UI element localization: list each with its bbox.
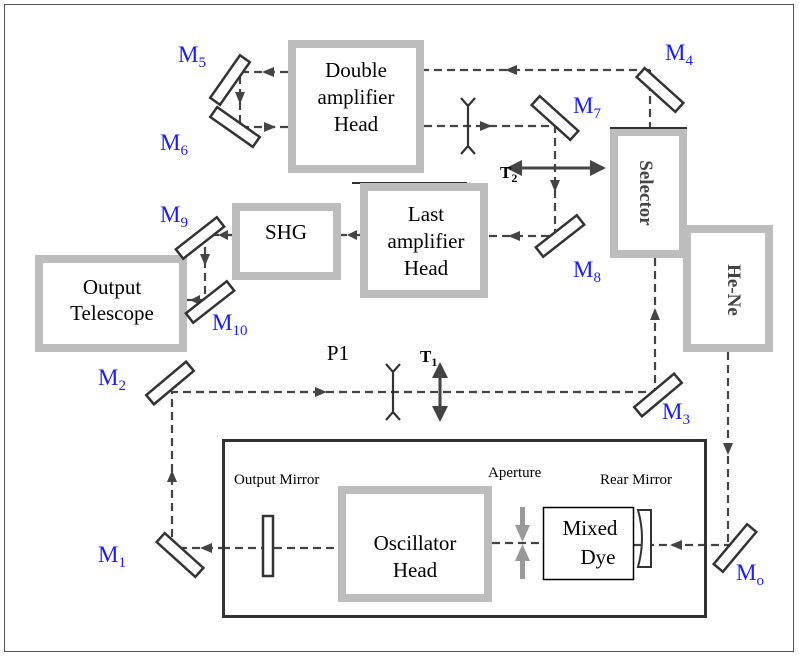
mirror-label-m8: M8 <box>573 257 601 286</box>
translation-t1-arrow <box>432 362 448 422</box>
translation-t2-arrow <box>506 160 606 176</box>
output-telescope: Output Telescope <box>35 255 187 352</box>
svg-text:Double: Double <box>325 58 387 82</box>
rear-mirror-label: Rear Mirror <box>600 472 672 488</box>
svg-text:Telescope: Telescope <box>70 301 154 325</box>
svg-text:Mixed: Mixed <box>563 516 618 540</box>
svg-text:SHG: SHG <box>265 220 307 244</box>
mirror-label-m9: M9 <box>160 202 188 231</box>
beam-arrows <box>167 65 733 553</box>
he-ne-laser: He-Ne <box>683 225 773 352</box>
shg-block: SHG <box>232 203 341 280</box>
mirror-label-m2: M2 <box>98 365 126 394</box>
double-amplifier-head: Double amplifier Head <box>288 40 424 173</box>
svg-text:Dye: Dye <box>581 545 616 569</box>
mirror-label-m7: M7 <box>573 93 601 122</box>
mirror-label-m6: M6 <box>160 130 188 159</box>
svg-text:He-Ne: He-Ne <box>723 264 744 316</box>
oscillator-enclosure <box>222 439 707 618</box>
output-mirror-label: Output Mirror <box>234 472 319 488</box>
svg-text:Output: Output <box>83 275 142 299</box>
svg-text:Last: Last <box>408 202 444 226</box>
frame <box>4 4 794 652</box>
mirror-label-mo: Mo <box>736 560 764 589</box>
svg-text:Head: Head <box>334 112 379 136</box>
lens-p1-icon <box>385 363 401 421</box>
oscillator-head: Oscillator Head <box>338 486 492 602</box>
mirror-label-m4: M4 <box>665 40 693 69</box>
output-mirror <box>261 514 275 578</box>
mirrors <box>144 53 759 579</box>
svg-text:Head: Head <box>393 558 438 582</box>
mirror-labels: M5 M6 M4 M7 M8 M9 M10 M2 M3 M1 Mo <box>98 40 764 589</box>
svg-text:Selector: Selector <box>635 160 656 226</box>
svg-text:Head: Head <box>404 256 449 280</box>
aperture-label: Aperture <box>488 465 542 481</box>
mirror-label-m3: M3 <box>662 399 690 428</box>
lens-icon <box>460 97 476 155</box>
selector-block: Selector <box>610 127 687 258</box>
svg-text:amplifier: amplifier <box>318 85 395 109</box>
aperture-icon <box>515 507 530 579</box>
svg-text:amplifier: amplifier <box>388 229 465 253</box>
mirror-label-m5: M5 <box>178 42 206 71</box>
mixed-dye-cell: Mixed Dye <box>542 506 635 581</box>
mirror-label-m1: M1 <box>98 542 126 571</box>
mirror-label-m10: M10 <box>212 310 247 339</box>
last-amplifier-head: Last amplifier Head <box>360 183 488 298</box>
p1-label: P1 <box>327 341 349 365</box>
rear-mirror <box>636 509 652 568</box>
t2-label: T2 <box>500 163 517 185</box>
svg-text:Oscillator: Oscillator <box>374 531 457 555</box>
t1-label: T1 <box>420 347 437 369</box>
